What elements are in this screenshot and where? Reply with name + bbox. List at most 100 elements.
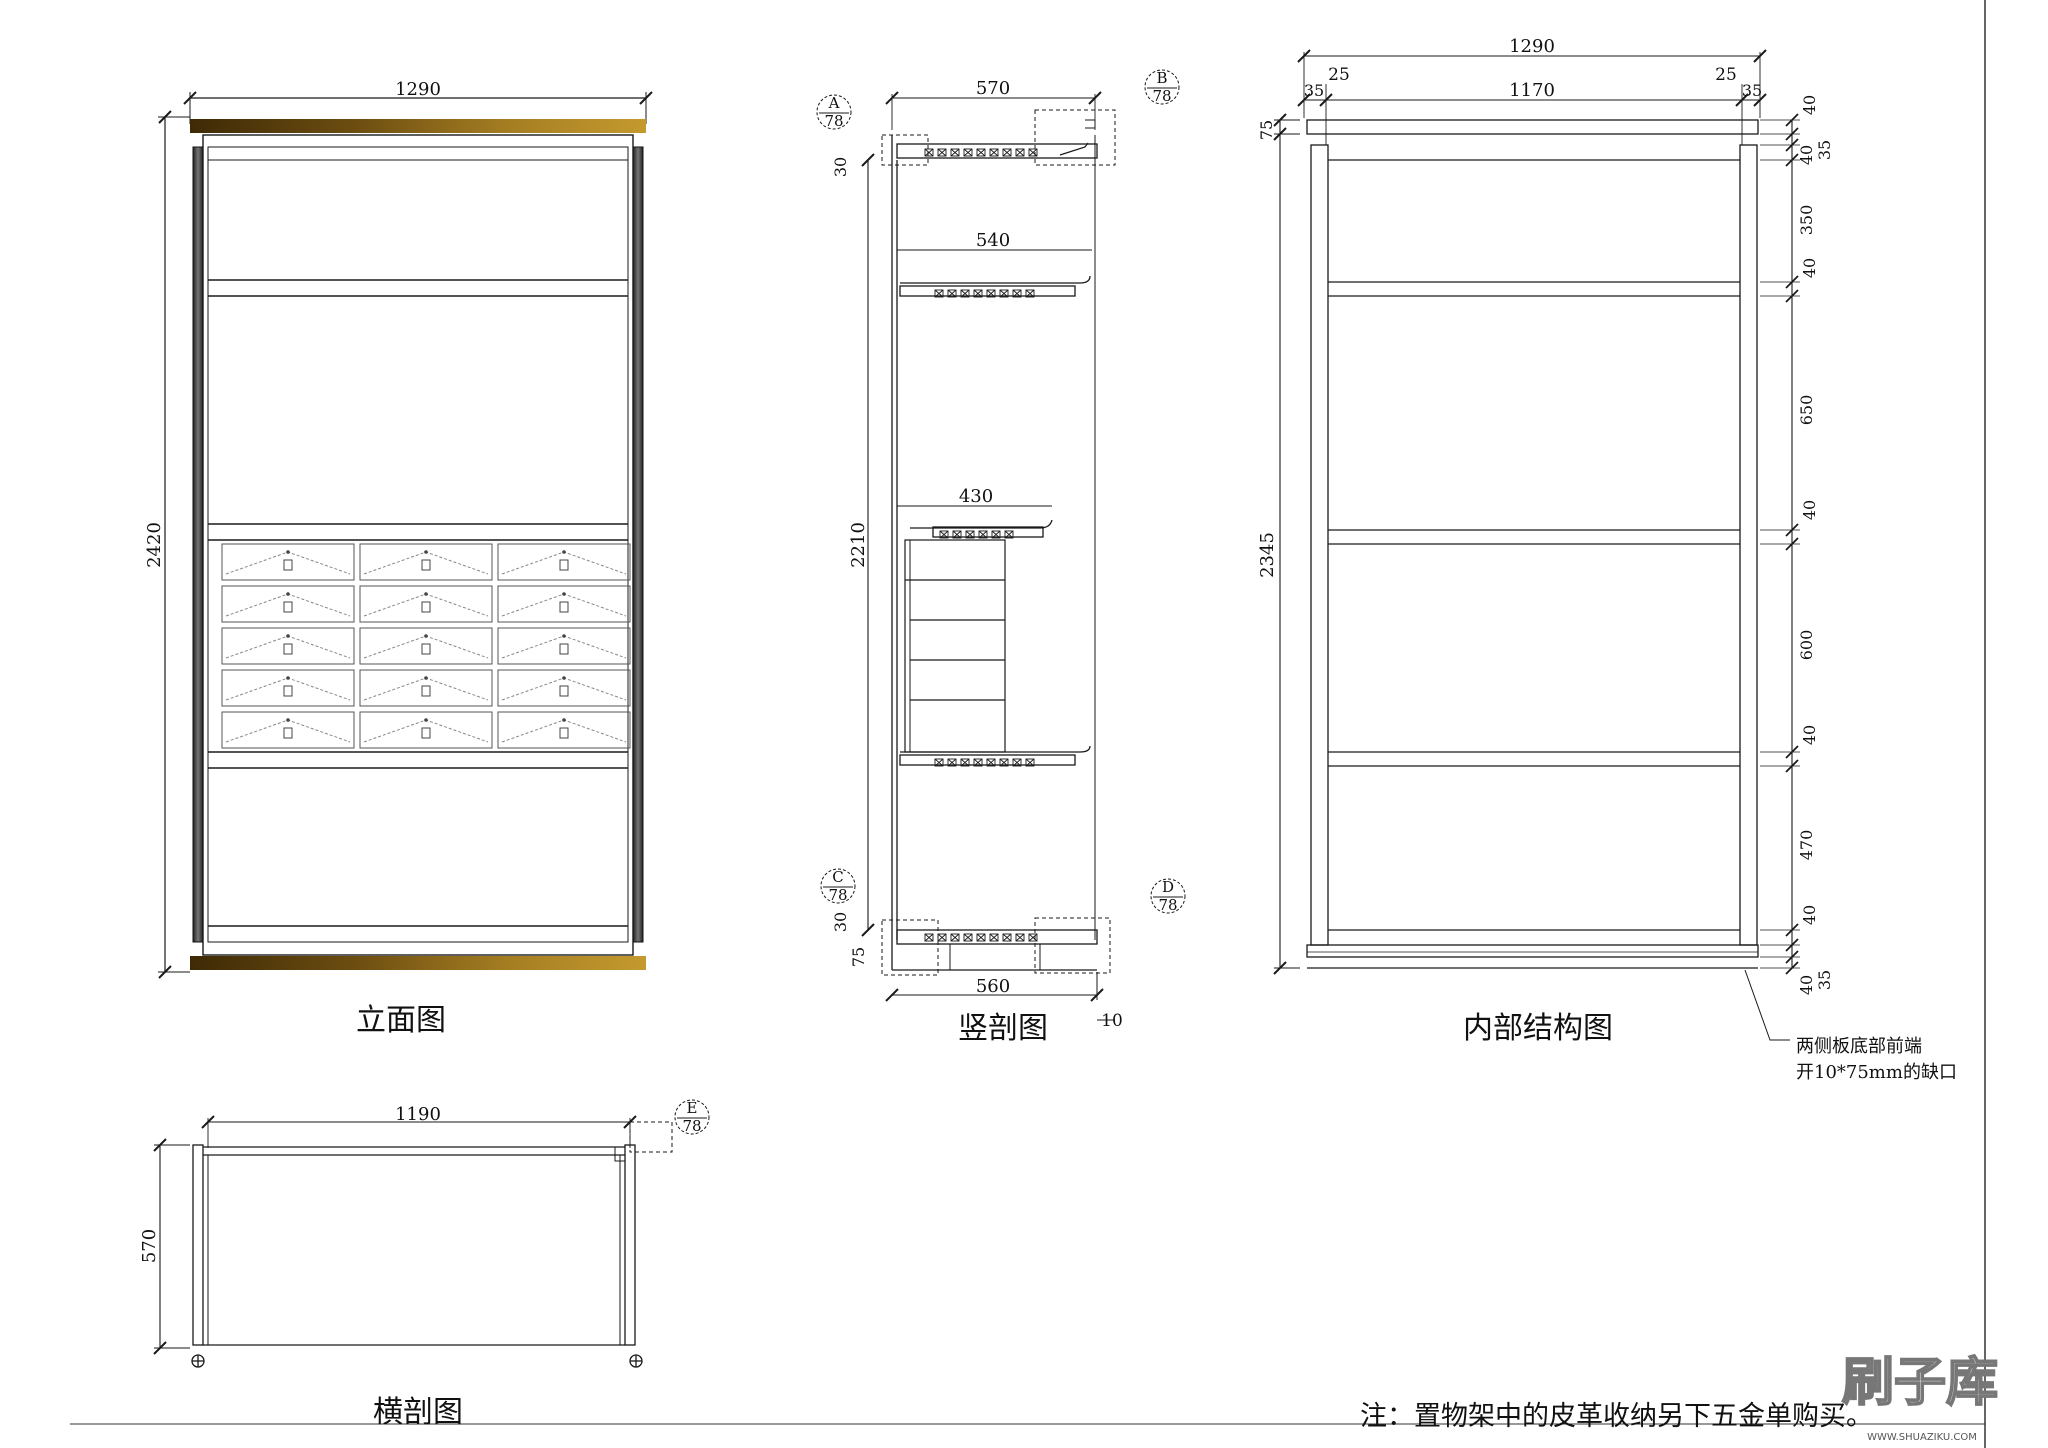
shelf-slot-cross xyxy=(950,933,960,942)
cs-width-dim: 1190 xyxy=(395,1104,441,1125)
cross-section-title: 横剖图 xyxy=(373,1395,463,1430)
shelf-slot xyxy=(937,148,947,157)
strap-line xyxy=(363,635,489,659)
shelf-slot-cross xyxy=(1004,530,1014,539)
shelf-slot-cross xyxy=(934,289,944,298)
leather-cell xyxy=(497,543,631,581)
shelf-slot-cross xyxy=(952,530,962,539)
callout-c-sheet: 78 xyxy=(828,886,847,904)
rivet-icon xyxy=(562,718,566,722)
shelf-slot xyxy=(1012,758,1022,767)
vs-height-dim: 2210 xyxy=(848,522,869,568)
shelf-slot-cross xyxy=(963,148,973,157)
buckle-icon xyxy=(559,559,569,571)
callout-e-letter: E xyxy=(687,1099,698,1117)
strap-line xyxy=(363,719,489,743)
shelf-slot xyxy=(989,148,999,157)
internal-right-dim-value: 35 xyxy=(1815,140,1834,160)
cross-section-view xyxy=(153,1115,673,1368)
buckle-icon xyxy=(283,559,293,571)
leather-storage-grid xyxy=(221,543,631,749)
rivet-icon xyxy=(286,550,290,554)
internal-right-dim-value: 40 xyxy=(1797,975,1816,995)
footer-note: 注：置物架中的皮革收纳另下五金单购买。 xyxy=(1360,1401,1873,1432)
rivet-icon xyxy=(424,592,428,596)
detail-callouts xyxy=(674,69,1186,1135)
shelf-slot xyxy=(950,148,960,157)
shelf-slot xyxy=(924,148,934,157)
leather-cell xyxy=(497,711,631,749)
shelf-slot xyxy=(999,289,1009,298)
is-left-offset-dim: 25 xyxy=(1328,65,1350,85)
leather-cell xyxy=(359,543,493,581)
leather-cell xyxy=(359,627,493,665)
vs-plinth-dim: 75 xyxy=(849,947,868,967)
rivet-icon xyxy=(562,634,566,638)
rivet-icon xyxy=(424,550,428,554)
internal-right-dim-value: 470 xyxy=(1797,830,1816,861)
shelf-slot xyxy=(924,933,934,942)
callout-d-sheet: 78 xyxy=(1158,896,1177,914)
vs-bottom-gap-dim: 30 xyxy=(831,912,850,932)
rivet-icon xyxy=(286,676,290,680)
shelf-slot-cross xyxy=(1015,933,1025,942)
shelf-slot xyxy=(978,530,988,539)
leather-cell xyxy=(359,711,493,749)
leather-cell xyxy=(221,627,355,665)
strap-line xyxy=(225,677,351,701)
shelf-slot xyxy=(1025,289,1035,298)
watermark-url: WWW.SHUAZIKU.COM xyxy=(1867,1432,1977,1443)
callout-a-letter: A xyxy=(828,94,840,112)
callout-b-sheet: 78 xyxy=(1152,87,1171,105)
detail-callout-circle xyxy=(820,868,856,904)
shelf-slot-cross xyxy=(999,758,1009,767)
shelf-slot-cross xyxy=(947,289,957,298)
shelf-slot xyxy=(989,933,999,942)
vertical-section-view xyxy=(861,91,1116,1021)
internal-right-dim-value: 40 xyxy=(1800,95,1819,115)
shelf-slot-cross xyxy=(991,530,1001,539)
shelf-patterns xyxy=(924,148,1038,942)
shelf-slot xyxy=(960,289,970,298)
buckle-icon xyxy=(421,601,431,613)
strap-line xyxy=(225,551,351,575)
shelf-slot-cross xyxy=(986,289,996,298)
internal-structure-view xyxy=(1273,49,1793,1041)
is-inner-width-dim: 1170 xyxy=(1509,80,1555,101)
internal-right-dim-value: 40 xyxy=(1800,258,1819,278)
internal-right-dim-value: 350 xyxy=(1797,205,1816,236)
shelf-slot xyxy=(947,289,957,298)
is-top-plinth-dim: 75 xyxy=(1257,120,1276,140)
shelf-slot-cross xyxy=(947,758,957,767)
rivet-icon xyxy=(286,592,290,596)
shelf-slot-cross xyxy=(976,933,986,942)
shelf-slot-cross xyxy=(999,289,1009,298)
vertical-section-title: 竖剖图 xyxy=(958,1011,1048,1046)
callout-b-letter: B xyxy=(1156,69,1167,87)
shelf-slot-cross xyxy=(924,148,934,157)
shelf-slot xyxy=(986,289,996,298)
shelf-slot xyxy=(1012,289,1022,298)
shelf-slot xyxy=(1025,758,1035,767)
shelf-slot xyxy=(934,289,944,298)
shelf-slot xyxy=(976,148,986,157)
vs-shelf2-dim: 430 xyxy=(959,486,993,507)
leather-cell xyxy=(497,669,631,707)
shelf-slot xyxy=(999,758,1009,767)
shelf-slot-cross xyxy=(939,530,949,539)
detail-callout-circle xyxy=(674,1099,710,1135)
rivet-icon xyxy=(562,592,566,596)
shelf-slot-cross xyxy=(950,148,960,157)
shelf-slot-cross xyxy=(976,148,986,157)
leather-cell xyxy=(221,543,355,581)
shelf-slot xyxy=(1015,933,1025,942)
shelf-slot-cross xyxy=(973,289,983,298)
internal-right-dim-value: 600 xyxy=(1797,630,1816,661)
internal-right-dim-value: 40 xyxy=(1797,145,1816,165)
buckle-icon xyxy=(283,643,293,655)
callout-a-sheet: 78 xyxy=(824,112,843,130)
leather-cell xyxy=(497,585,631,623)
shelf-slot xyxy=(1028,933,1038,942)
detail-callout-circle xyxy=(1144,69,1180,105)
leather-cell xyxy=(359,669,493,707)
